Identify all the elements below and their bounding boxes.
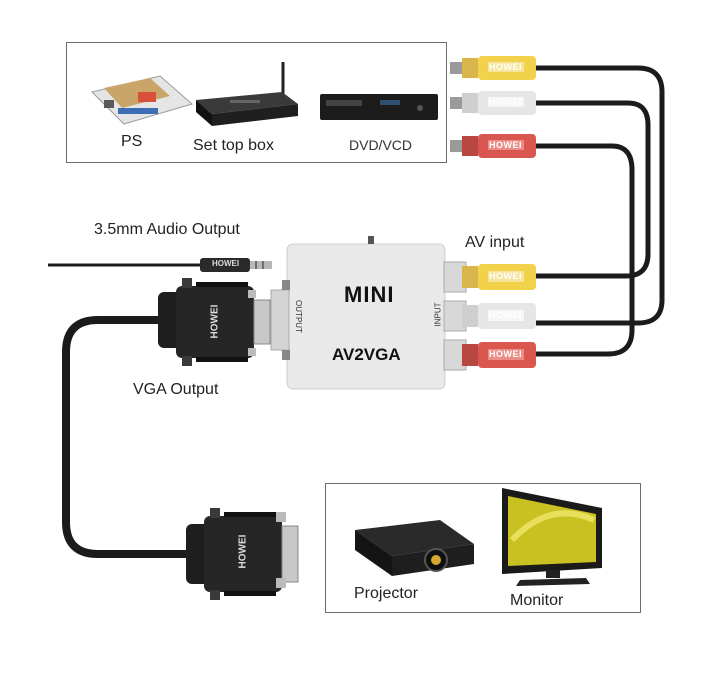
rca-plug-yellow-top: [450, 56, 536, 80]
vga-output-label: VGA Output: [133, 381, 219, 398]
brand-mark-vga-device: HOWEI: [209, 304, 221, 339]
rca-plug-red-device: [462, 342, 536, 368]
dvd-vcd-label: DVD/VCD: [349, 137, 413, 153]
audio-jack-plug: [200, 258, 272, 272]
rca-plug-white-top: [450, 91, 536, 115]
red-rca-cable-outer: [535, 62, 690, 354]
projector-image: [355, 520, 474, 576]
monitor-image: [502, 488, 602, 586]
vga-cable: [62, 316, 200, 558]
device-title: MINI: [344, 282, 395, 307]
set-top-box-label: Set top box: [193, 137, 274, 154]
rca-plug-red-top: [450, 134, 536, 158]
set-top-box-image: [196, 62, 298, 126]
yellow-rca-cable: [535, 65, 665, 326]
brand-mark-vga-bottom: HOWEI: [237, 534, 249, 569]
device-subtitle: AV2VGA: [332, 345, 401, 364]
brand-mark-yellow-device: HOWEI: [489, 271, 522, 281]
ps-card-image: [91, 75, 194, 125]
input-port-label: INPUT: [433, 302, 443, 327]
brand-mark-white-device: HOWEI: [489, 310, 522, 320]
brand-mark-red-top: HOWEI: [489, 140, 522, 150]
output-port-label: OUTPUT: [293, 300, 303, 333]
brand-mark-audio: HOWEI: [212, 259, 240, 268]
white-rca-cable: [535, 100, 651, 279]
ps-label: PS: [121, 133, 143, 150]
brand-mark-red-device: HOWEI: [489, 349, 522, 359]
vga-connector-device: [158, 278, 271, 366]
brand-mark-yellow-top: HOWEI: [489, 62, 522, 72]
projector-label: Projector: [354, 585, 419, 602]
red-rca-cable: [535, 143, 635, 357]
monitor-label: Monitor: [510, 592, 564, 609]
brand-mark-white-top: HOWEI: [489, 97, 522, 107]
rca-plug-yellow-device: [462, 264, 536, 290]
rca-plug-white-device: [462, 303, 536, 329]
vga-connector-bottom: [186, 508, 299, 600]
av-input-label: AV input: [465, 234, 525, 251]
dvd-player-image: [320, 94, 438, 120]
audio-output-label: 3.5mm Audio Output: [94, 221, 240, 238]
